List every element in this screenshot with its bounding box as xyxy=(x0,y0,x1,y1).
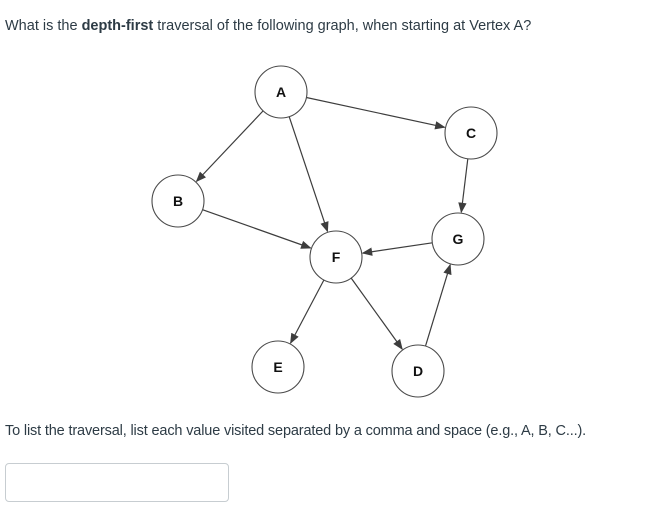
graph-edge-F-E xyxy=(290,279,325,345)
question-text: What is the depth-first traversal of the… xyxy=(5,17,531,35)
graph-edge-C-G xyxy=(458,158,469,214)
graph-edge-G-F xyxy=(361,242,433,256)
graph-edge-D-G xyxy=(424,263,452,347)
graph-node-E: E xyxy=(251,340,305,394)
node-circle xyxy=(309,230,363,284)
graph-node-A: A xyxy=(254,65,308,119)
node-circle xyxy=(391,344,445,398)
node-circle xyxy=(254,65,308,119)
node-label: D xyxy=(413,363,423,379)
question-suffix: traversal of the following graph, when s… xyxy=(153,18,532,34)
question-prefix: What is the xyxy=(5,18,82,34)
graph-edge-B-F xyxy=(202,209,312,249)
node-label: G xyxy=(453,231,464,247)
graph-node-C: C xyxy=(444,106,498,160)
graph-node-F: F xyxy=(309,230,363,284)
graph-diagram: A B C G F E D xyxy=(151,65,498,398)
node-label: B xyxy=(173,193,183,209)
node-label: A xyxy=(276,84,286,100)
question-bold-term: depth-first xyxy=(81,18,154,34)
graph-node-G: G xyxy=(431,212,485,266)
graph-edge-A-F xyxy=(288,116,329,233)
node-circle xyxy=(431,212,485,266)
graph-edge-A-C xyxy=(306,96,446,130)
graph-edge-F-D xyxy=(350,277,403,350)
node-label: F xyxy=(332,249,341,265)
node-circle xyxy=(151,174,205,228)
answer-input[interactable] xyxy=(5,463,229,502)
node-label: C xyxy=(466,125,476,141)
answer-format-instructions: To list the traversal, list each value v… xyxy=(5,423,587,439)
graph-node-B: B xyxy=(151,174,205,228)
node-circle xyxy=(444,106,498,160)
node-label: E xyxy=(273,359,282,375)
node-circle xyxy=(251,340,305,394)
graph-edge-A-B xyxy=(195,110,264,183)
graph-node-D: D xyxy=(391,344,445,398)
